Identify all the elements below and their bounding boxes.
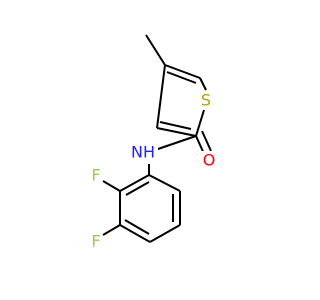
- phenyl-bond-1: [148, 174, 181, 192]
- oxygen-label-background: [201, 151, 217, 169]
- fluorine-1-atom-label: F: [91, 166, 100, 185]
- oxygen-atom-label: O: [203, 151, 216, 170]
- thiophene-double-bond-c4-c5: [166, 71, 197, 84]
- fluorine-2-label-background: [90, 232, 102, 250]
- thiophene-bond-c2-c3: [156, 127, 197, 137]
- thiophene-double-bond-c2-c3: [159, 121, 192, 130]
- phenyl-inner-bond-6: [125, 181, 150, 196]
- fluorine-bond-2: [102, 224, 121, 236]
- fluorine-1-label-background: [90, 166, 102, 184]
- phenyl-bond-4: [119, 224, 151, 243]
- carbonyl-double-bond: [201, 130, 212, 152]
- thiophene-bond-c4-c5: [164, 64, 201, 79]
- thiophene-bond-s-c2: [195, 109, 205, 137]
- chemical-structure-diagram: S NH O F F: [90, 34, 217, 251]
- fluorine-2-atom-label: F: [91, 232, 100, 251]
- phenyl-bond-3: [149, 224, 181, 243]
- phenyl-inner-bond-4: [124, 219, 150, 235]
- fluorine-bond-1: [102, 180, 121, 192]
- sulfur-atom-label: S: [201, 91, 211, 110]
- nh-label-background: [128, 142, 158, 160]
- thiophene-bond-c5-s: [199, 77, 207, 91]
- thiophene-bond-c3-c4: [156, 64, 166, 129]
- phenyl-bond-6: [119, 174, 150, 192]
- nh-atom-label: NH: [131, 143, 155, 162]
- methyl-bond: [145, 34, 166, 66]
- amide-bond: [154, 135, 197, 151]
- sulfur-label-background: [199, 91, 213, 109]
